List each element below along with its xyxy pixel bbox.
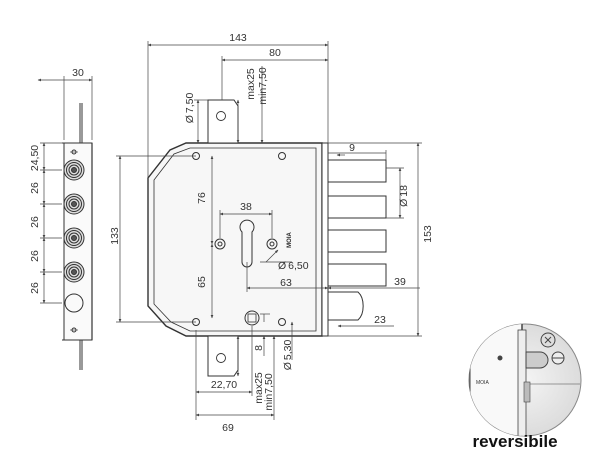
plate-vertical-dimensions xyxy=(40,142,62,304)
screw-bottom-right xyxy=(278,318,286,326)
reversible-label: reversibile xyxy=(472,432,557,451)
latch-round-hole xyxy=(64,293,84,313)
dim-label-23: 23 xyxy=(374,314,386,326)
dim-value-5-30: 5,30 xyxy=(282,340,294,361)
dim-label-143: 143 xyxy=(229,32,247,44)
dim-label-8: 8 xyxy=(253,345,265,351)
diameter-symbol: Ø xyxy=(184,115,196,123)
cylinder-screw-right xyxy=(266,238,278,250)
bolt-4 xyxy=(327,263,387,287)
diameter-symbol-5-30: Ø xyxy=(282,362,294,370)
bolt-head-2 xyxy=(63,193,85,215)
lock-case-outline xyxy=(147,142,323,337)
dim-label-5-30: Ø5,30 xyxy=(282,340,294,371)
dim-label-min7-50-top: min7,50 xyxy=(257,67,269,105)
bolt-3 xyxy=(327,229,387,253)
handle-follower xyxy=(244,310,260,326)
dim-label-76: 76 xyxy=(196,192,208,204)
dim-label-80: 80 xyxy=(269,47,281,59)
right-dimensions xyxy=(327,142,422,337)
dim-label-65: 65 xyxy=(196,276,208,288)
cylinder-hole xyxy=(239,219,255,268)
dim-label-26-d: 26 xyxy=(29,282,41,294)
top-tab xyxy=(207,99,239,144)
dim-label-39: 39 xyxy=(394,276,406,288)
dim-label-26-a: 26 xyxy=(29,182,41,194)
dim-label-9: 9 xyxy=(349,142,355,154)
dim-label-max25-top: max25 xyxy=(245,68,257,100)
dim-label-133: 133 xyxy=(109,227,121,245)
reversible-inset: MOIA xyxy=(468,323,582,437)
bolt-head-1 xyxy=(63,159,85,181)
dim-label-22-70: 22,70 xyxy=(211,379,237,391)
bottom-dimensions xyxy=(195,313,294,420)
dim-label-min7-50-bottom: min7,50 xyxy=(263,373,275,411)
inset-brand: MOIA xyxy=(476,380,489,386)
dim-value-6-50: 6,50 xyxy=(288,260,309,272)
bolt-head-3 xyxy=(63,227,85,249)
diameter-symbol-6-50: Ø xyxy=(278,260,286,272)
interior-dimensions xyxy=(116,155,329,323)
dim-label-26-c: 26 xyxy=(29,250,41,262)
dim-label-69: 69 xyxy=(222,422,234,434)
bolt-head-4 xyxy=(63,261,85,283)
faceplate-edge xyxy=(321,142,329,337)
inset-latch xyxy=(525,351,549,369)
top-tab-hole xyxy=(216,111,226,121)
top-dimensions xyxy=(147,41,329,178)
dim-label-153: 153 xyxy=(422,225,434,243)
latch xyxy=(327,291,364,321)
diameter-symbol-18: Ø xyxy=(398,199,410,207)
bolt-1 xyxy=(327,159,387,183)
dim-value-7-50: 7,50 xyxy=(184,93,196,114)
dim-label-max25-bottom: max25 xyxy=(253,372,265,404)
dim-value-18: 18 xyxy=(398,185,410,197)
bottom-tab xyxy=(207,335,239,377)
dim-label-30: 30 xyxy=(72,67,84,79)
brand-logo: MOIA xyxy=(287,232,293,248)
dim-label-38: 38 xyxy=(240,201,252,213)
dim-label-24-50: 24,50 xyxy=(29,145,41,171)
dim-label-18: Ø 18 xyxy=(398,185,410,207)
bottom-tab-hole xyxy=(216,353,226,363)
dim-label-26-b: 26 xyxy=(29,216,41,228)
cylinder-screw-left xyxy=(214,238,226,250)
dimension-30 xyxy=(37,76,93,140)
front-plate-side-view xyxy=(62,103,93,370)
handle-square xyxy=(247,313,257,323)
bolt-2 xyxy=(327,195,387,219)
dim-label-63: 63 xyxy=(280,277,292,289)
dim-label-7-50-top: Ø7,50 xyxy=(184,93,196,124)
screw-top-right xyxy=(278,152,286,160)
